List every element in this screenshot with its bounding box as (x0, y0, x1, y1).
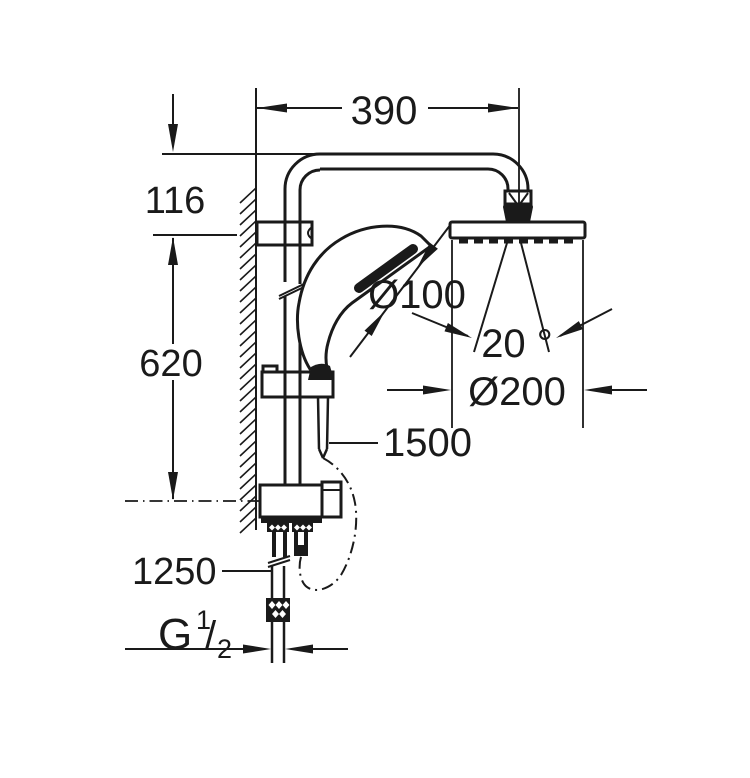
slider-bracket (260, 364, 335, 399)
diverter-body (258, 480, 343, 557)
hose-upper-section (316, 396, 330, 459)
thread-slash: / (205, 614, 217, 658)
head-nut-facets (508, 192, 529, 205)
dim-390-label: 390 (351, 89, 418, 133)
dim-spray-angle: 20 ° (411, 308, 613, 366)
arm-left-inner-bend (298, 168, 321, 191)
shower-arm (162, 152, 530, 192)
supply-pipe-upper (272, 532, 287, 557)
dim-620: 620 (125, 237, 259, 502)
dim-1500: 1500 (329, 421, 472, 465)
dim-1250-label: 1250 (132, 551, 217, 593)
arm-left-outer-bend (283, 152, 321, 190)
arm-outer-edge (320, 152, 530, 192)
dim-116: 116 (145, 94, 237, 236)
dim-390: 390 (257, 88, 520, 203)
thread-numerator: 1 (196, 605, 211, 635)
hose-connector-cap (294, 545, 308, 556)
slider-bracket-body (260, 370, 335, 399)
arrow-right-icon (423, 385, 451, 395)
top-bracket-body (255, 220, 314, 247)
hose-loop-dashed (298, 457, 358, 591)
hand-shower (296, 224, 434, 380)
dim-angle-label: 20 ° (481, 322, 553, 366)
ball-joint (503, 204, 533, 222)
diverter-knob (320, 480, 343, 519)
arrow-left-icon (584, 385, 612, 395)
hand-shower-inlet-cone (308, 363, 334, 380)
dim-1250: 1250 (132, 551, 271, 593)
supply-pipe-lower (270, 622, 286, 663)
dim-hand-shower-diameter: Ø100 (349, 223, 466, 358)
arrow-diagonal-icon (444, 323, 472, 338)
wall-bracket-top (255, 220, 314, 247)
dim-116-label: 116 (145, 180, 206, 222)
head-plate (448, 220, 587, 240)
arrow-diagonal-icon (364, 311, 385, 336)
supply-pipe (266, 555, 291, 663)
top-bracket-notch (307, 226, 313, 240)
arrow-down-icon (168, 124, 178, 152)
wall-hatching (239, 187, 257, 534)
dim-1500-label: 1500 (383, 421, 472, 465)
dim-100-label: Ø100 (368, 273, 466, 317)
arm-inner-edge (320, 167, 510, 192)
spray-cone-lines (473, 242, 550, 353)
dim-620-label: 620 (139, 343, 202, 385)
supply-pipe-mid (270, 566, 286, 598)
nut-knurl-marks (269, 524, 312, 531)
supply-pipe-break (267, 555, 291, 568)
dim-thread: G 1 / 2 (125, 605, 348, 664)
arrow-down-icon (168, 472, 178, 500)
dim-head-diameter: Ø200 (387, 240, 647, 428)
dim-200-label: Ø200 (468, 370, 566, 414)
wall (239, 88, 257, 534)
arrow-diagonal-icon (556, 321, 583, 338)
hand-shower-face-stripe (354, 244, 418, 293)
diverter-base-strip (261, 516, 322, 523)
head-shower (448, 189, 587, 353)
shower-hose (298, 396, 358, 591)
hose-connector-stub (294, 532, 308, 546)
thread-denominator: 2 (217, 634, 232, 664)
arrow-left-icon (285, 644, 313, 654)
arrow-diagonal-icon (417, 242, 438, 268)
thread-letter: G (158, 610, 192, 659)
arrow-left-icon (257, 103, 287, 113)
arrow-right-icon (488, 103, 518, 113)
adapter-knurl-marks (268, 601, 290, 618)
diverter-housing (258, 483, 325, 519)
arrow-right-icon (243, 644, 271, 654)
